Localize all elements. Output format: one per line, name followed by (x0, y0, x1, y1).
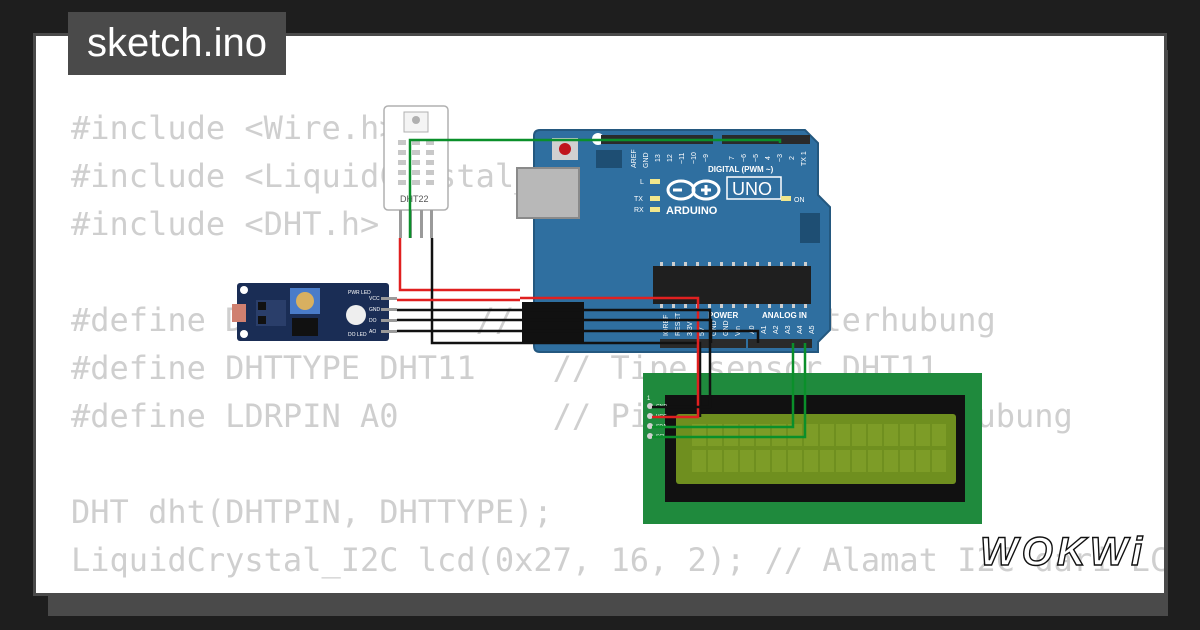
svg-text:~11: ~11 (679, 153, 686, 164)
svg-text:4: 4 (765, 156, 772, 160)
svg-text:~6: ~6 (741, 154, 748, 162)
svg-text:7: 7 (729, 156, 736, 160)
svg-text:L: L (640, 179, 644, 186)
svg-text:A0: A0 (749, 325, 756, 334)
code-line: #include <Wire.h> (71, 109, 399, 147)
svg-text:IOREF: IOREF (663, 315, 670, 336)
lcd-16x2-display[interactable]: 1 GND VCC SDA SCL (643, 373, 982, 524)
svg-text:A4: A4 (797, 325, 804, 334)
svg-text:GND: GND (369, 307, 381, 313)
svg-text:~10: ~10 (691, 152, 698, 164)
arduino-uno-board[interactable]: AREF GND 13 12 ~11 ~10 ~9 7 ~6 ~5 4 ~3 2… (516, 129, 831, 353)
wire-ldr-do (397, 318, 713, 343)
svg-text:13: 13 (655, 154, 662, 162)
sketch-filename-tab: sketch.ino (68, 12, 286, 75)
digital-pwm-label: DIGITAL (PWM ~) (708, 165, 774, 174)
svg-text:TX: TX (634, 196, 643, 203)
wire-lcd-scl (652, 343, 807, 439)
svg-text:VCC: VCC (369, 296, 380, 302)
code-line: LiquidCrystal_I2C lcd(0x27, 16, 2); // A… (71, 541, 1164, 579)
svg-text:~3: ~3 (777, 154, 784, 162)
svg-text:A5: A5 (809, 325, 816, 334)
svg-text:DO: DO (369, 318, 377, 324)
svg-text:A1: A1 (761, 325, 768, 334)
code-line: #include <DHT.h> (71, 205, 380, 243)
svg-text:RX: RX (634, 207, 644, 214)
power-header (660, 339, 746, 348)
svg-text:GND: GND (711, 320, 718, 336)
svg-text:1: 1 (647, 396, 651, 402)
svg-text:A3: A3 (785, 325, 792, 334)
arduino-uno-logo: ARDUINO UNO (666, 176, 782, 217)
wire-dht-data (408, 138, 782, 238)
wire-dht-vcc (398, 238, 520, 292)
ldr-module[interactable]: PWR LED DO LED VCC GND DO AO (232, 283, 397, 341)
svg-text:PWR LED: PWR LED (348, 290, 371, 296)
wires (397, 138, 807, 439)
power-label: POWER (708, 311, 738, 320)
dht22-sensor[interactable]: DHT22 (383, 105, 449, 238)
wire-ldr-ao (397, 329, 760, 343)
svg-text:AO: AO (369, 329, 376, 335)
wokwi-logo-text: WOKWi (980, 530, 1146, 574)
svg-text:2: 2 (789, 156, 796, 160)
wire-vcc-bus (520, 296, 700, 419)
svg-text:3.3V: 3.3V (687, 321, 694, 336)
arduino-brand: ARDUINO (666, 205, 718, 217)
svg-text:ON: ON (794, 197, 805, 204)
svg-text:~5: ~5 (753, 154, 760, 162)
svg-text:GND: GND (643, 152, 650, 168)
dht22-label: DHT22 (400, 194, 429, 204)
svg-text:TX 1: TX 1 (801, 151, 808, 166)
svg-text:GND: GND (723, 320, 730, 336)
code-line: DHT dht(DHTPIN, DHTTYPE); (71, 493, 553, 531)
usb-port (516, 167, 580, 219)
analog-header (748, 339, 812, 348)
svg-text:~9: ~9 (703, 154, 710, 162)
power-jack (522, 302, 584, 344)
svg-text:A2: A2 (773, 325, 780, 334)
arduino-model: UNO (732, 179, 772, 199)
wire-dht-gnd (430, 238, 702, 417)
analog-in-label: ANALOG IN (762, 311, 807, 320)
wokwi-logo: WOKWi (979, 529, 1146, 574)
svg-text:12: 12 (667, 154, 674, 162)
svg-text:RESET: RESET (675, 312, 682, 336)
svg-text:DO LED: DO LED (348, 332, 367, 338)
svg-text:AREF: AREF (631, 149, 638, 168)
wire-ldr-gnd (397, 308, 712, 409)
wire-lcd-sda (652, 343, 795, 429)
